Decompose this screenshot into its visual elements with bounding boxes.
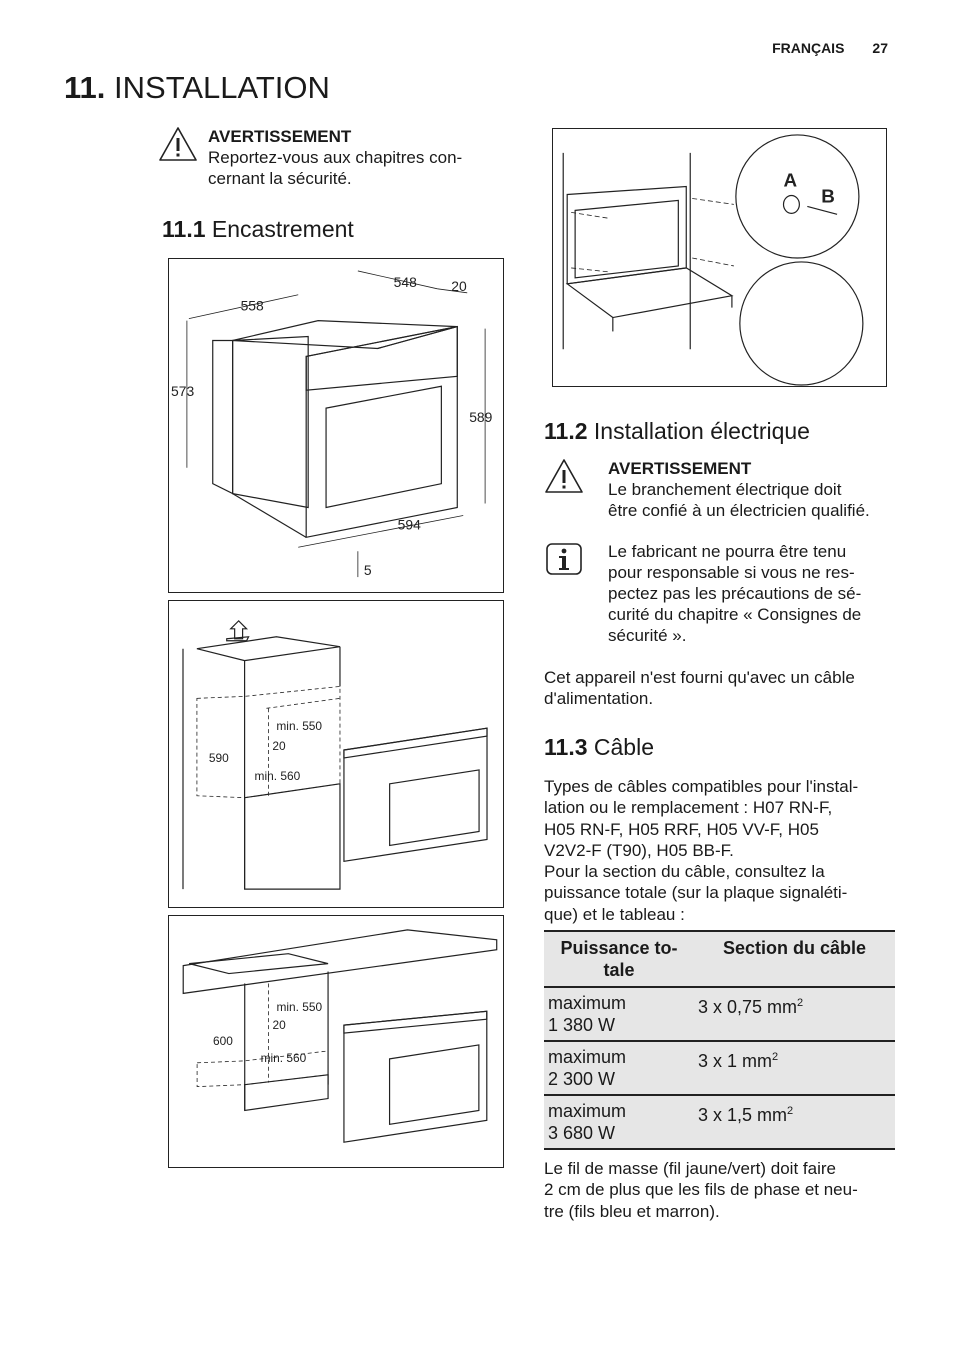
dim-label: 20 — [451, 278, 467, 294]
warning-line: Le branchement électrique doit — [608, 480, 842, 499]
text-line: puissance totale (sur la plaque signalét… — [544, 883, 848, 903]
info-line: Le fabricant ne pourra être tenu — [608, 542, 847, 561]
section-number: 11.3 — [544, 734, 588, 760]
dim-label: 594 — [398, 516, 421, 532]
text-line: que) et le tableau : — [544, 904, 685, 924]
cell-line: 3 680 W — [548, 1123, 616, 1143]
label-b: B — [821, 185, 835, 206]
figure-column-installation: min. 550 20 590 min. 560 — [168, 600, 504, 908]
cell-line: maximum — [548, 1047, 627, 1067]
ground-wire-note: Le fil de masse (fil jaune/vert) doit fa… — [544, 1158, 904, 1222]
cable-types-text: Types de câbles compatibles pour l'insta… — [544, 776, 904, 925]
table-row: maximum 3 680 W 3 x 1,5 mm2 — [544, 1095, 895, 1150]
info-line: pour responsable si vous ne res- — [608, 563, 855, 582]
chapter-title: 11. INSTALLATION — [64, 70, 330, 106]
section-title-encastrement: 11.1 Encastrement — [162, 216, 354, 243]
chapter-name: INSTALLATION — [114, 70, 330, 105]
unit-superscript: 2 — [797, 997, 804, 1009]
dim-label: min. 560 — [255, 769, 301, 783]
info-block: Le fabricant ne pourra être tenu pour re… — [544, 541, 908, 646]
section-title-electrical: 11.2 Installation électrique — [544, 418, 810, 445]
warning-triangle-icon — [159, 127, 197, 161]
text-line: d'alimentation. — [544, 689, 654, 709]
dim-label: 600 — [213, 1034, 233, 1048]
cell-line: 1 380 W — [548, 1015, 616, 1035]
table-row: maximum 1 380 W 3 x 0,75 mm2 — [544, 987, 895, 1042]
dim-label: 20 — [272, 739, 286, 753]
text-line: Cet appareil n'est fourni qu'avec un câb… — [544, 668, 855, 687]
section-name: Câble — [593, 734, 654, 760]
dim-label: min. 550 — [276, 719, 322, 733]
table-cell-power: maximum 2 300 W — [544, 1041, 694, 1096]
text-line: lation ou le remplacement : H07 RN-F, — [544, 798, 833, 818]
table-row: maximum 2 300 W 3 x 1 mm2 — [544, 1041, 895, 1096]
dim-label: 5 — [364, 562, 372, 578]
cell-value: 3 x 1 mm — [698, 1051, 773, 1071]
info-line: pectez pas les précautions de sé- — [608, 584, 862, 603]
warning-line: cernant la sécurité. — [208, 169, 352, 188]
dim-label: 548 — [394, 274, 417, 290]
section-name: Installation électrique — [593, 418, 810, 444]
text-line: 2 cm de plus que les fils de phase et ne… — [544, 1180, 858, 1200]
warning-title: AVERTISSEMENT — [208, 127, 352, 146]
section-name: Encastrement — [211, 216, 354, 242]
dim-label: 589 — [469, 409, 492, 425]
table-cell-section: 3 x 1 mm2 — [694, 1041, 895, 1096]
page-number: 27 — [872, 40, 888, 56]
info-icon — [546, 543, 582, 575]
figure-oven-fixing: A B — [552, 128, 887, 387]
cell-line: maximum — [548, 1101, 627, 1121]
cable-note: Cet appareil n'est fourni qu'avec un câb… — [544, 667, 904, 710]
dim-label: 20 — [273, 1018, 287, 1032]
oven-dimensions-drawing: 548 20 558 573 589 594 5 — [171, 270, 493, 578]
text-line: V2V2-F (T90), H05 BB-F. — [544, 840, 734, 860]
table-header-row: Puissance to- tale Section du câble — [544, 930, 895, 988]
figure-oven-dimensions: 548 20 558 573 589 594 5 — [168, 258, 504, 593]
text-line: Types de câbles compatibles pour l'insta… — [544, 777, 859, 796]
section-title-cable: 11.3 Câble — [544, 734, 654, 761]
table-header: Puissance to- tale — [544, 930, 694, 988]
section-number: 11.2 — [544, 418, 588, 444]
warning-line: être confié à un électricien qualifié. — [608, 501, 870, 520]
dim-label: min. 550 — [276, 1000, 322, 1014]
unit-superscript: 2 — [772, 1051, 779, 1063]
column-installation-drawing: min. 550 20 590 min. 560 — [182, 620, 488, 890]
dim-label: 558 — [241, 298, 264, 314]
info-line: sécurité ». — [608, 626, 687, 645]
text-line: tre (fils bleu et marron). — [544, 1201, 720, 1221]
label-a: A — [784, 170, 798, 191]
figure-undercounter-installation: min. 550 20 600 min. 560 — [168, 915, 504, 1168]
cell-line: 2 300 W — [548, 1069, 616, 1089]
section-number: 11.1 — [162, 216, 206, 242]
table-cell-power: maximum 3 680 W — [544, 1095, 694, 1150]
dim-label: min. 560 — [261, 1051, 307, 1065]
text-line: Le fil de masse (fil jaune/vert) doit fa… — [544, 1159, 836, 1178]
chapter-number: 11. — [64, 70, 106, 105]
table-cell-power: maximum 1 380 W — [544, 987, 694, 1042]
text-line: H05 RN-F, H05 RRF, H05 VV-F, H05 — [544, 819, 819, 839]
cell-value: 3 x 1,5 mm — [698, 1105, 788, 1125]
table-cell-section: 3 x 0,75 mm2 — [694, 987, 895, 1042]
undercounter-installation-drawing: min. 550 20 600 min. 560 — [182, 929, 498, 1143]
unit-superscript: 2 — [787, 1105, 794, 1117]
table-header: Section du câble — [694, 930, 895, 988]
warning-block: AVERTISSEMENT Reportez-vous aux chapitre… — [158, 126, 498, 189]
page-header: FRANÇAIS 27 — [772, 40, 888, 56]
warning-line: Reportez-vous aux chapitres con- — [208, 148, 463, 167]
info-line: curité du chapitre « Consignes de — [608, 605, 862, 624]
text-line: Pour la section du câble, consultez la — [544, 862, 825, 882]
language-label: FRANÇAIS — [772, 40, 845, 56]
warning-triangle-icon — [545, 459, 583, 493]
table-cell-section: 3 x 1,5 mm2 — [694, 1095, 895, 1150]
warning-title: AVERTISSEMENT — [608, 459, 752, 478]
warning-block: AVERTISSEMENT Le branchement électrique … — [544, 458, 908, 521]
cell-line: maximum — [548, 993, 627, 1013]
dim-label: 573 — [171, 383, 194, 399]
oven-fixing-drawing: A B — [562, 134, 864, 386]
dim-label: 590 — [209, 751, 229, 765]
cell-value: 3 x 0,75 mm — [698, 997, 798, 1017]
cable-section-table: Puissance to- tale Section du câble maxi… — [544, 930, 895, 1150]
